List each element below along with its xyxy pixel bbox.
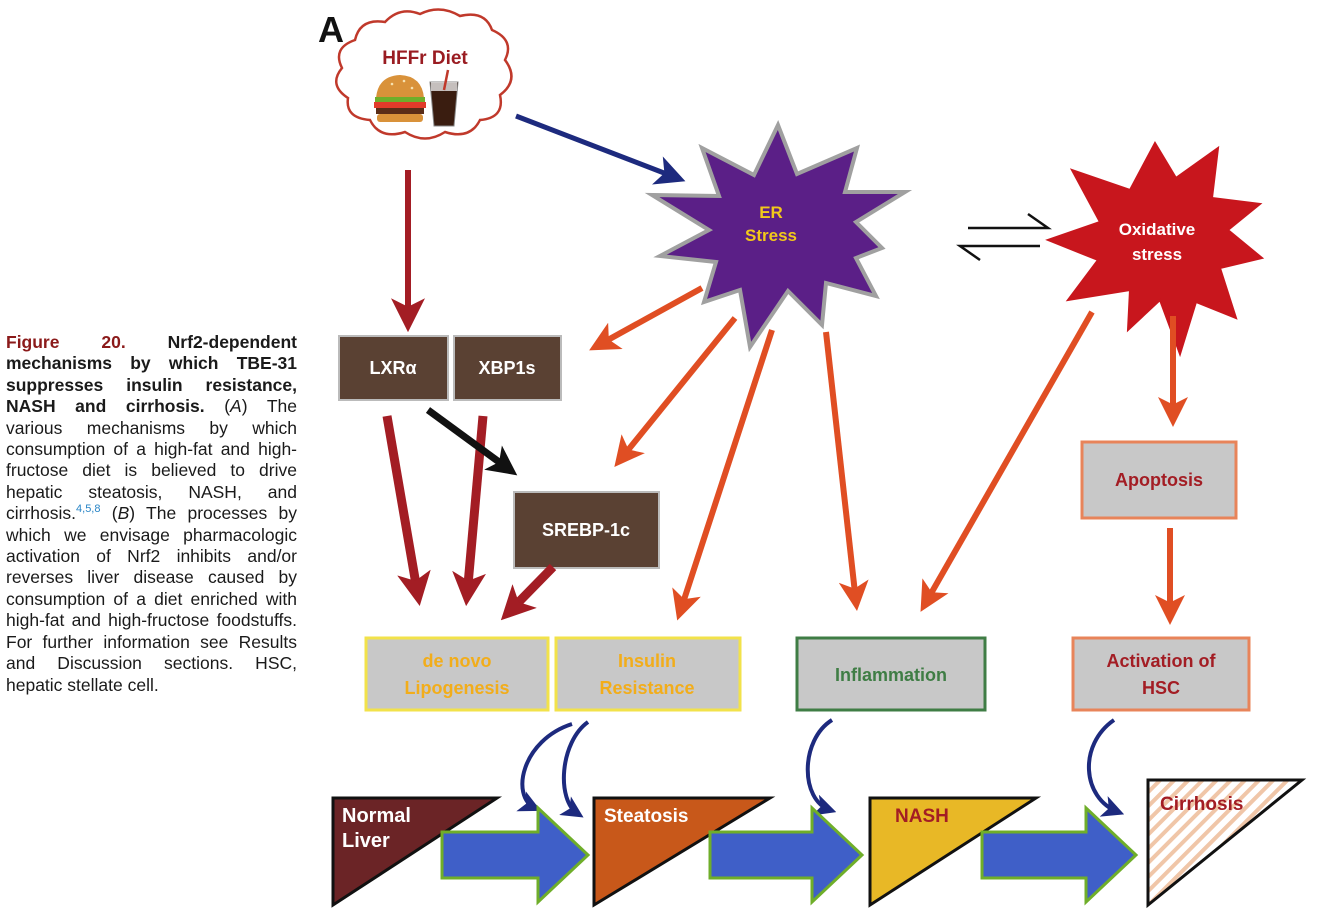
oxidative-stress-line2: stress [1132, 245, 1182, 264]
arrow-lxra-to-lipogenesis [382, 415, 431, 607]
soda-icon [429, 69, 459, 127]
arrow-er-to-insulin [672, 329, 775, 621]
diet-cloud: HFFr Diet [335, 8, 513, 140]
arrow-diet-to-er [515, 113, 686, 185]
er-stress-line2: Stress [745, 226, 797, 245]
hsc-line2: HSC [1142, 678, 1180, 698]
apoptosis-box: Apoptosis [1080, 440, 1238, 520]
nash-label: NASH [895, 806, 949, 827]
stage-normal-liver: Normal Liver [331, 796, 503, 908]
caption-refs: 4,5,8 [76, 503, 101, 516]
figure-caption: Figure 20. Nrf2-dependent mechanisms by … [6, 332, 297, 696]
equilibrium-arrows [956, 212, 1052, 262]
cirrhosis-label: Cirrhosis [1160, 794, 1243, 815]
arrow-er-to-srebp1c [614, 316, 738, 467]
insulin-resistance-box: Insulin Resistance [554, 636, 742, 712]
inflammation-box: Inflammation [795, 636, 987, 712]
progression-arrow-2 [708, 804, 865, 906]
caption-panel-b: B [117, 503, 130, 524]
er-stress-line1: ER [759, 203, 783, 222]
insulin-line2: Resistance [599, 678, 694, 698]
steatosis-label: Steatosis [604, 806, 688, 827]
stage-steatosis: Steatosis [592, 796, 776, 908]
arrow-er-to-inflammation [823, 331, 869, 611]
inflammation-label: Inflammation [835, 665, 947, 685]
spacer [446, 717, 466, 752]
caption-text: ) The various mechanisms by which consum… [6, 396, 297, 524]
caption-text: ) The processes by which we envisage pha… [6, 503, 297, 695]
lipogenesis-box: de novo Lipogenesis [364, 636, 550, 712]
apoptosis-label: Apoptosis [1115, 470, 1203, 490]
curl-arrow-lipogenesis [516, 722, 573, 812]
caption-panel-a: A [230, 396, 242, 417]
arrow-ox-to-inflammation [920, 310, 1095, 612]
figure-number: Figure 20. [6, 332, 126, 352]
srebp1c-box: SREBP-1c [513, 491, 660, 569]
diet-label: HFFr Diet [382, 48, 468, 69]
progression-arrow-3 [980, 804, 1139, 906]
lipogenesis-line1: de novo [422, 651, 491, 671]
xbp1s-box: XBP1s [453, 335, 562, 401]
srebp1c-label: SREBP-1c [542, 520, 630, 540]
arrow-er-to-xbp1s [589, 285, 704, 351]
hsc-activation-box: Activation of HSC [1071, 636, 1251, 712]
lxra-box: LXRα [338, 335, 449, 401]
normal-line1: Normal [342, 805, 411, 827]
caption-text: ( [204, 396, 231, 417]
lxra-label: LXRα [369, 358, 416, 378]
er-stress-star: ER Stress [644, 119, 913, 353]
panel-label: A [318, 9, 344, 50]
figure-title: Nrf2-dependent mechanisms by which TBE-3… [6, 332, 297, 417]
burger-icon [374, 75, 426, 122]
xbp1s-label: XBP1s [478, 358, 535, 378]
curl-arrow-inflammation [805, 718, 837, 816]
stage-nash: NASH [868, 796, 1042, 908]
oxidative-stress-line1: Oxidative [1119, 220, 1196, 239]
arrow-srebp1c-to-lipogenesis [500, 563, 557, 621]
lipogenesis-line2: Lipogenesis [404, 678, 509, 698]
insulin-line1: Insulin [618, 651, 676, 671]
oxidative-stress-star: Oxidative stress [1045, 140, 1265, 358]
curl-arrow-insulin [559, 720, 590, 818]
progression-arrow-1 [440, 804, 591, 906]
hsc-line1: Activation of [1106, 651, 1216, 671]
caption-text: ( [100, 503, 118, 524]
curl-arrow-hsc [1087, 718, 1125, 817]
stage-cirrhosis: Cirrhosis [1146, 778, 1307, 909]
arrow-lxra-to-srebp1c [425, 407, 518, 476]
normal-line2: Liver [342, 830, 390, 852]
